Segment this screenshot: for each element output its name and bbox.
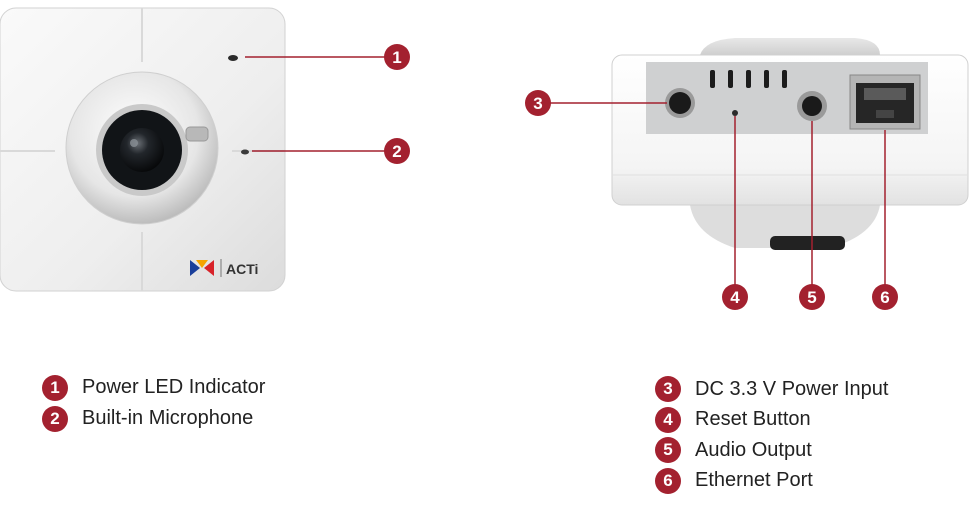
legend-item-dc-power: 3 DC 3.3 V Power Input (655, 374, 888, 405)
callout-badge-number: 1 (392, 48, 401, 67)
audio-jack-hole (802, 96, 822, 116)
acti-logo-mark-blue (190, 260, 200, 276)
legend-label: Built-in Microphone (82, 407, 254, 429)
legend-front: 1 Power LED Indicator 2 Built-in Microph… (42, 372, 265, 434)
callout-badge-number: 6 (880, 288, 889, 307)
legend-back: 3 DC 3.3 V Power Input 4 Reset Button 5 … (655, 374, 888, 496)
back-lens-ring (770, 236, 845, 250)
callout-badge-number: 4 (730, 288, 740, 307)
acti-logo-mark-red (204, 260, 214, 276)
legend-label: Audio Output (695, 438, 812, 461)
callout-badge-circle (384, 138, 410, 164)
legend-item-microphone: 2 Built-in Microphone (42, 403, 265, 434)
legend-number: 1 (42, 374, 68, 401)
callout-badge-5: 5 (799, 284, 825, 310)
vent-slot (710, 70, 715, 88)
lens-highlight (130, 139, 138, 147)
reset-button-hole (732, 110, 738, 116)
ethernet-port-contacts (864, 88, 906, 100)
callout-badge-4: 4 (722, 284, 748, 310)
camera-back-view (611, 38, 969, 250)
callout-lines (245, 56, 886, 285)
legend-number: 2 (42, 405, 68, 432)
vent-slot (764, 70, 769, 88)
microphone-hole (241, 149, 249, 155)
legend-item-reset-button: 4 Reset Button (655, 405, 888, 436)
callout-badge-1: 1 (384, 44, 410, 70)
callout-badge-circle (384, 44, 410, 70)
callout-badge-3: 3 (525, 90, 551, 116)
callout-badges: 1 2 3 4 5 6 (384, 44, 898, 310)
legend-item-power-led: 1 Power LED Indicator (42, 372, 265, 403)
vent-slot (782, 70, 787, 88)
acti-logo-text: ACTi (226, 261, 258, 277)
legend-number: 3 (655, 376, 681, 403)
legend-number: 5 (655, 437, 681, 464)
legend-label: Reset Button (695, 408, 811, 431)
legend-number: 6 (655, 467, 681, 494)
back-lens-dome-top (700, 38, 880, 55)
led-indicator (228, 55, 238, 61)
legend-number: 4 (655, 406, 681, 433)
vent-slot (746, 70, 751, 88)
callout-badge-circle (799, 284, 825, 310)
lens-focus-knob (185, 126, 209, 142)
vent-slots (710, 70, 787, 88)
camera-front-view: ACTi (0, 7, 286, 292)
callout-badge-2: 2 (384, 138, 410, 164)
callout-badge-circle (525, 90, 551, 116)
callout-badge-6: 6 (872, 284, 898, 310)
dc-power-jack-hole (669, 92, 691, 114)
ethernet-port (849, 74, 921, 130)
legend-item-ethernet-port: 6 Ethernet Port (655, 466, 888, 497)
acti-logo-mark-yellow (196, 260, 208, 268)
legend-label: DC 3.3 V Power Input (695, 377, 889, 400)
audio-output-jack (797, 91, 827, 121)
dc-power-jack (665, 88, 695, 118)
callout-badge-number: 2 (392, 142, 401, 161)
legend-item-audio-output: 5 Audio Output (655, 435, 888, 466)
acti-logo: ACTi (190, 259, 258, 277)
callout-badge-number: 5 (807, 288, 816, 307)
ethernet-port-clip (876, 110, 894, 118)
vent-slot (728, 70, 733, 88)
legend-label: Power LED Indicator (82, 376, 266, 398)
legend-label: Ethernet Port (695, 469, 813, 492)
callout-badge-circle (872, 284, 898, 310)
callout-badge-circle (722, 284, 748, 310)
callout-badge-number: 3 (533, 94, 542, 113)
lens-glass (120, 128, 164, 172)
